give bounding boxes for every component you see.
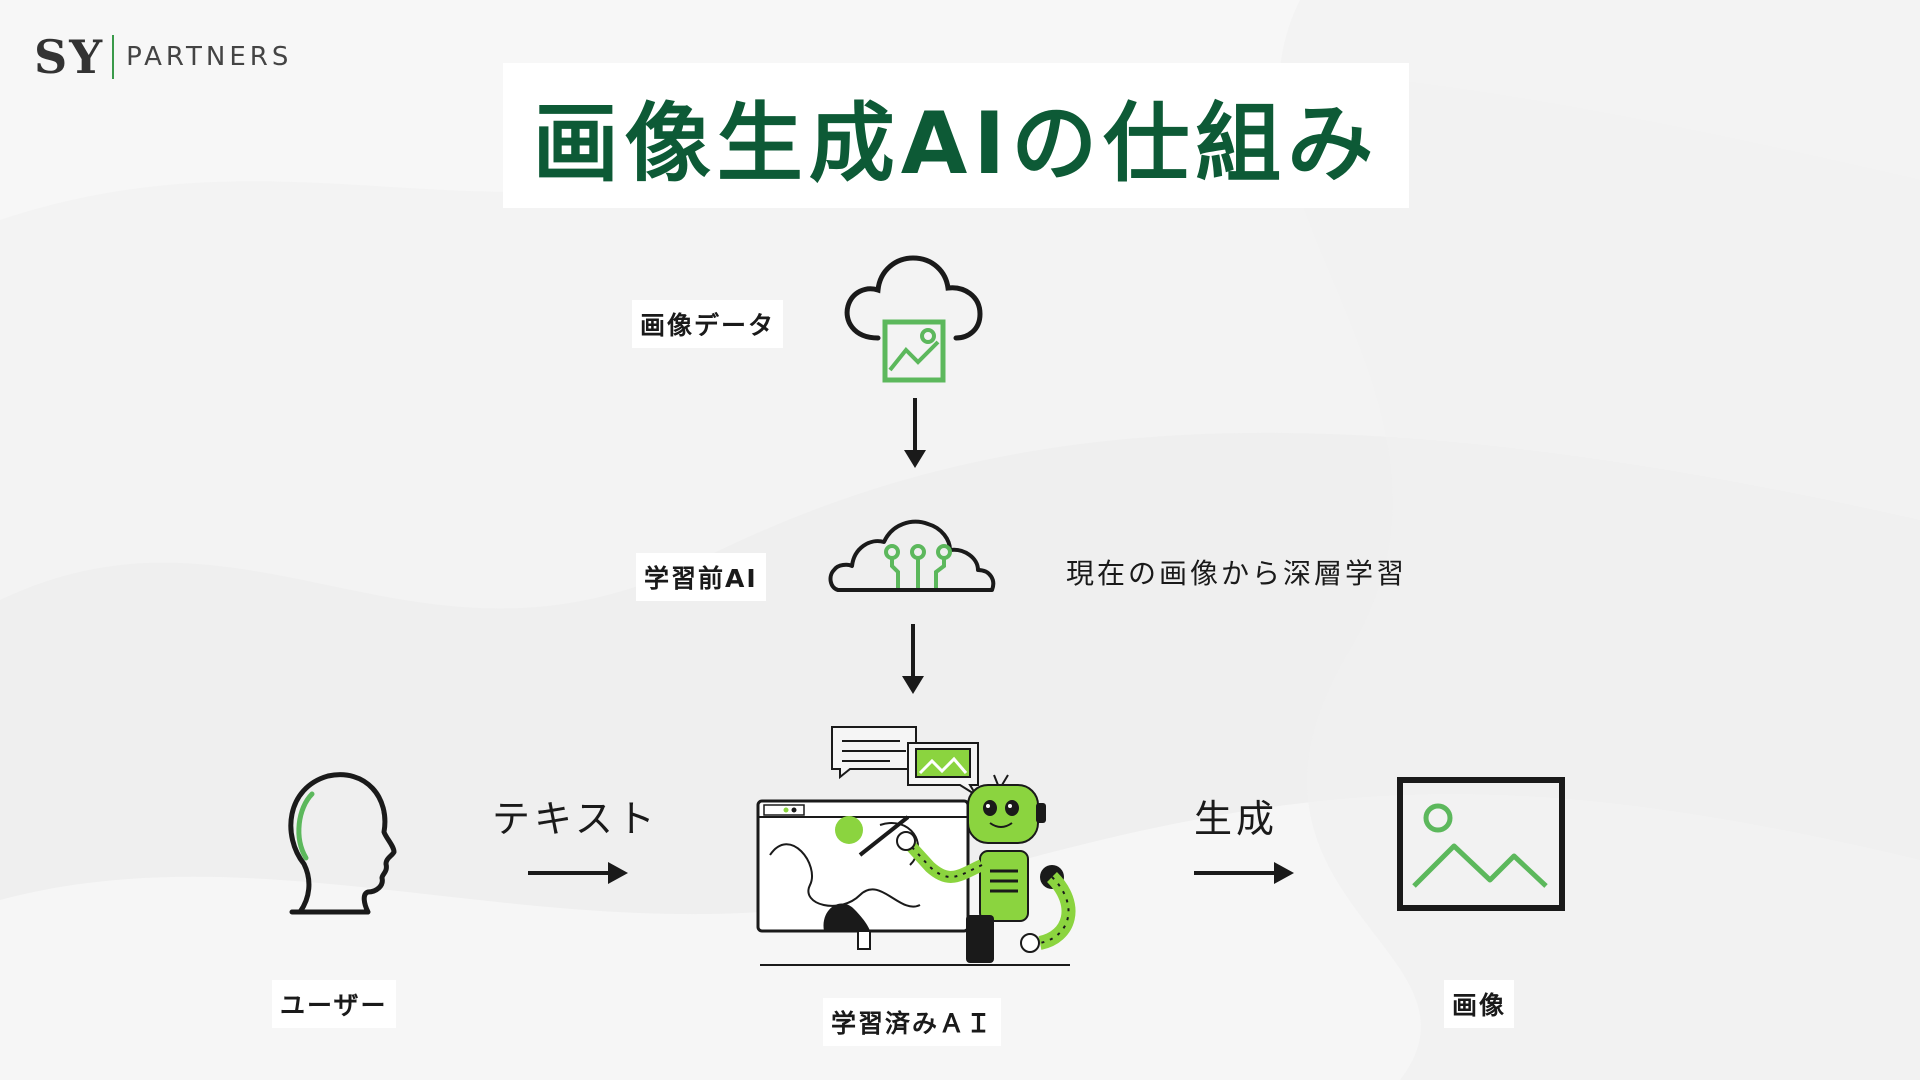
title-box: 画像生成AIの仕組み xyxy=(503,63,1409,208)
note-deep-learning: 現在の画像から深層学習 xyxy=(1066,557,1408,590)
robot-painter-illustration xyxy=(756,726,1076,966)
arrow-right-text xyxy=(528,862,628,884)
picture-icon xyxy=(1397,777,1565,911)
arrow-down-2 xyxy=(902,624,924,694)
label-trained-ai: 学習済みＡＩ xyxy=(823,998,1002,1046)
arrow-down-1 xyxy=(904,398,926,468)
label-image-data: 画像データ xyxy=(632,300,784,348)
cloud-circuit-icon xyxy=(828,519,996,592)
user-head-icon xyxy=(288,772,397,915)
company-logo: SY PARTNERS xyxy=(34,30,292,84)
label-pretrain-ai: 学習前AI xyxy=(636,553,766,601)
logo-divider xyxy=(112,35,115,79)
note-generate: 生成 xyxy=(1194,797,1279,841)
page-title: 画像生成AIの仕組み xyxy=(532,94,1380,194)
logo-text: PARTNERS xyxy=(126,42,293,72)
arrow-right-generate xyxy=(1194,862,1294,884)
label-user: ユーザー xyxy=(272,980,396,1028)
logo-mark: SY xyxy=(34,30,105,84)
cloud-image-icon xyxy=(844,255,983,383)
label-image: 画像 xyxy=(1444,980,1515,1028)
note-text: テキスト xyxy=(492,797,659,841)
